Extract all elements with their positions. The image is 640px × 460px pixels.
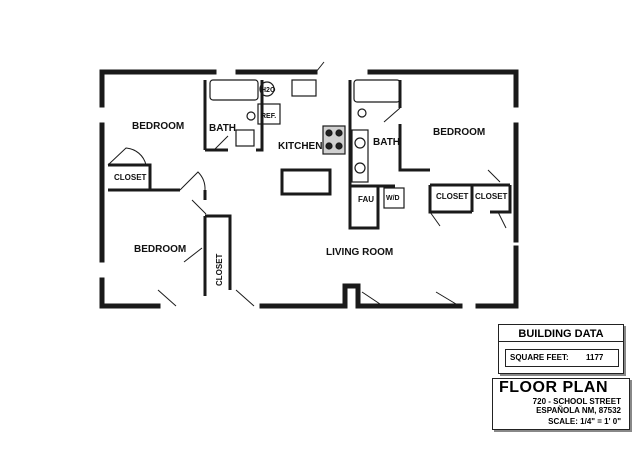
vanity-e bbox=[351, 129, 369, 183]
building-data-heading: BUILDING DATA bbox=[499, 325, 623, 342]
kitchen-counter bbox=[280, 168, 332, 196]
wall-west-bath bbox=[205, 80, 264, 152]
door-swing bbox=[235, 289, 255, 307]
square-feet-row: SQUARE FEET: 1177 bbox=[505, 349, 619, 367]
label-closet-e2: CLOSET bbox=[475, 192, 508, 201]
door-swing bbox=[315, 61, 325, 73]
label-h2o: H2O bbox=[261, 87, 276, 94]
door-swing bbox=[361, 291, 381, 305]
square-feet-value: 1177 bbox=[586, 353, 604, 362]
door-swing bbox=[497, 211, 507, 229]
door-swing bbox=[157, 289, 177, 307]
tub-e bbox=[353, 79, 401, 103]
wall-sw-bedroom-closet bbox=[203, 214, 232, 296]
kitchen-sink bbox=[291, 79, 317, 97]
label-fau: FAU bbox=[358, 195, 374, 204]
toilet-w-icon bbox=[246, 111, 256, 121]
scale-label: SCALE: 1/4" = 1' 0" bbox=[548, 417, 621, 426]
room-labels: BEDROOM BATH REF. H2O KITCHEN BATH BEDRO… bbox=[114, 87, 508, 286]
door-swing bbox=[383, 107, 401, 123]
address-line-2: ESPAÑOLA NM, 87532 bbox=[536, 406, 621, 415]
wall-east-bath bbox=[348, 80, 395, 188]
label-bedroom-sw: BEDROOM bbox=[134, 244, 186, 255]
label-closet-sw: CLOSET bbox=[215, 253, 224, 286]
door-swing bbox=[435, 291, 457, 305]
label-kitchen: KITCHEN bbox=[278, 141, 322, 152]
burner bbox=[325, 142, 333, 150]
sink-e2-icon bbox=[354, 162, 366, 174]
building-data-box: BUILDING DATA SQUARE FEET: 1177 bbox=[498, 324, 624, 374]
door-swing bbox=[213, 135, 229, 151]
label-bedroom-nw: BEDROOM bbox=[132, 121, 184, 132]
door-swings bbox=[107, 61, 507, 307]
title-block-title: FLOOR PLAN bbox=[499, 379, 608, 396]
address-line-1: 720 - SCHOOL STREET bbox=[532, 397, 621, 406]
door-swing bbox=[183, 247, 203, 263]
washer-dryer bbox=[383, 187, 405, 209]
door-swing bbox=[107, 147, 147, 166]
interior-walls bbox=[108, 80, 512, 296]
label-closet-e1: CLOSET bbox=[436, 192, 469, 201]
fixtures bbox=[209, 79, 405, 209]
wall-ne-bedroom bbox=[398, 80, 430, 172]
burner bbox=[335, 129, 343, 137]
door-swing bbox=[487, 169, 501, 183]
burner bbox=[325, 129, 333, 137]
range bbox=[322, 125, 346, 155]
door-swing bbox=[191, 199, 207, 215]
exterior-walls bbox=[99, 69, 519, 309]
door-swing bbox=[429, 211, 441, 227]
burner bbox=[335, 142, 343, 150]
label-bath-w: BATH bbox=[209, 123, 236, 134]
water-heater-icon bbox=[259, 81, 275, 97]
refrigerator bbox=[257, 103, 281, 125]
label-living-room: LIVING ROOM bbox=[326, 247, 393, 258]
title-block: FLOOR PLAN 720 - SCHOOL STREET ESPAÑOLA … bbox=[492, 378, 630, 430]
door-swing bbox=[179, 171, 206, 191]
label-bedroom-ne: BEDROOM bbox=[433, 127, 485, 138]
toilet-e-icon bbox=[357, 108, 367, 118]
front-entry-notch bbox=[342, 283, 361, 309]
label-ref: REF. bbox=[261, 113, 276, 120]
sink-e-icon bbox=[354, 137, 366, 149]
label-bath-e: BATH bbox=[373, 137, 400, 148]
label-wd: W/D bbox=[386, 195, 400, 202]
tub-w bbox=[209, 79, 259, 101]
wall-closet-w bbox=[108, 163, 152, 190]
square-feet-label: SQUARE FEET: bbox=[510, 353, 569, 362]
sink-w bbox=[235, 129, 255, 147]
wall-fau bbox=[348, 186, 380, 230]
label-closet-w: CLOSET bbox=[114, 173, 147, 182]
